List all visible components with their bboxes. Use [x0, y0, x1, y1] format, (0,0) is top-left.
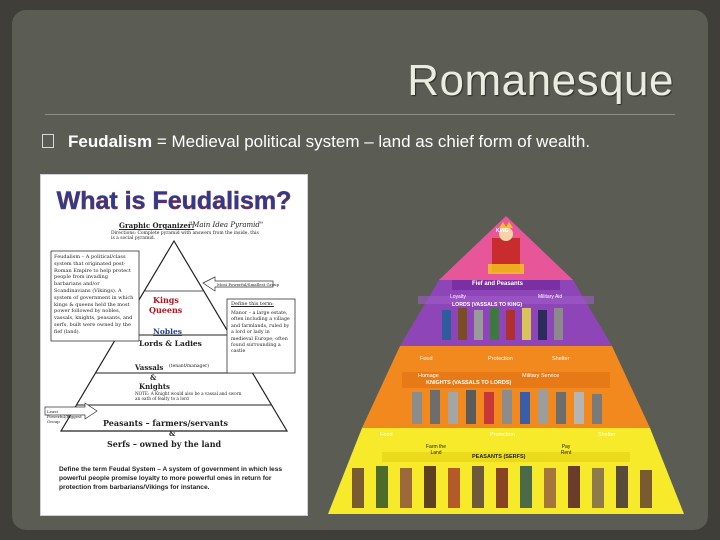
slide-title: Romanesque — [407, 56, 674, 105]
protection-label-2: Protection — [490, 432, 515, 438]
worksheet-pyramid-drawing: What is Feudalism? — [44, 187, 296, 510]
military-aid-label: Military Aid — [538, 294, 563, 300]
military-service-label: Military Service — [522, 373, 560, 379]
lord-figures — [442, 308, 563, 340]
farm-land-label: Farm the Land — [425, 444, 446, 456]
directions-text: Directions: Complete pyramid with answer… — [111, 231, 259, 241]
lords-ladies-label: Lords & Ladies — [139, 339, 202, 348]
vassals-label: Vassals — [135, 363, 164, 372]
ampersand-1: & — [150, 373, 157, 382]
ampersand-2: & — [169, 429, 176, 438]
homage-label: Homage — [418, 373, 439, 379]
worksheet-heading: What is Feudalism? — [57, 187, 292, 215]
peasant-figures — [352, 466, 652, 508]
king-figure — [488, 222, 524, 274]
title-divider — [45, 114, 675, 115]
define-feudal-system-text: Define the term Feudal System – A system… — [59, 466, 283, 491]
vassals-side-note: (tenant/manager) — [169, 364, 210, 369]
shelter-label-1: Shelter — [552, 356, 570, 362]
kings-label: Kings — [153, 295, 179, 305]
knights-label: KNIGHTS (VASSALS TO LORDS) — [426, 380, 512, 386]
food-label-2: Food — [380, 432, 393, 438]
serfs-label: Serfs – owned by the land — [107, 439, 222, 449]
king-label: KING — [496, 228, 509, 234]
feudalism-worksheet-image: What is Feudalism? Graphic Organizer: "M… — [40, 174, 308, 516]
feudal-pyramid-drawing — [328, 216, 684, 514]
peasants-label: PEASANTS (SERFS) — [472, 454, 526, 460]
manor-definition: Manor – a large estate, often including … — [231, 311, 290, 355]
most-powerful-arrow — [202, 276, 274, 292]
define-term-label: Define this term: — [231, 301, 274, 307]
most-powerful-label: Most Powerful/Smallest Group — [217, 282, 280, 287]
bullet-square-icon — [42, 134, 54, 148]
organizer-subtitle: "Main Idea Pyramid" — [189, 221, 264, 229]
feudal-pyramid-image: KING Fief and Peasants Loyalty Military … — [322, 212, 690, 514]
fief-strip — [452, 280, 560, 290]
lords-label: LORDS (VASSALS TO KING) — [452, 302, 523, 308]
least-powerful-arrow — [44, 402, 98, 420]
least-powerful-label: Least Powerful/Biggest Group — [47, 409, 82, 424]
manor-definition-box — [226, 298, 296, 374]
peasants-strip — [382, 452, 630, 462]
define-term-box — [50, 458, 296, 510]
peasants-label: Peasants – farmers/servants — [103, 418, 229, 428]
lords-strip — [418, 296, 594, 304]
bullet-term: Feudalism — [68, 132, 153, 151]
shelter-label-2: Shelter — [598, 432, 616, 438]
protection-label-1: Protection — [488, 356, 513, 362]
nobles-label: Nobles — [153, 327, 182, 336]
feudalism-definition-box — [50, 250, 140, 342]
pay-rent-label: Pay Rent — [560, 444, 572, 456]
loyalty-label: Loyalty — [450, 294, 466, 300]
fief-label: Fief and Peasants — [472, 281, 524, 287]
knight-note: NOTE: A Knight would also be a vassal an… — [135, 391, 242, 401]
food-label-1: Food — [420, 356, 433, 362]
queens-label: Queens — [149, 305, 183, 315]
feudalism-definition: Feudalism – A political/class system tha… — [54, 254, 134, 335]
bullet-text: = Medieval political system – land as ch… — [152, 132, 591, 151]
bullet-item: Feudalism = Medieval political system – … — [42, 132, 692, 152]
knight-figures — [412, 390, 602, 424]
knights-strip — [402, 372, 610, 388]
organizer-label: Graphic Organizer: — [119, 221, 195, 230]
knights-label: Knights — [139, 382, 170, 391]
